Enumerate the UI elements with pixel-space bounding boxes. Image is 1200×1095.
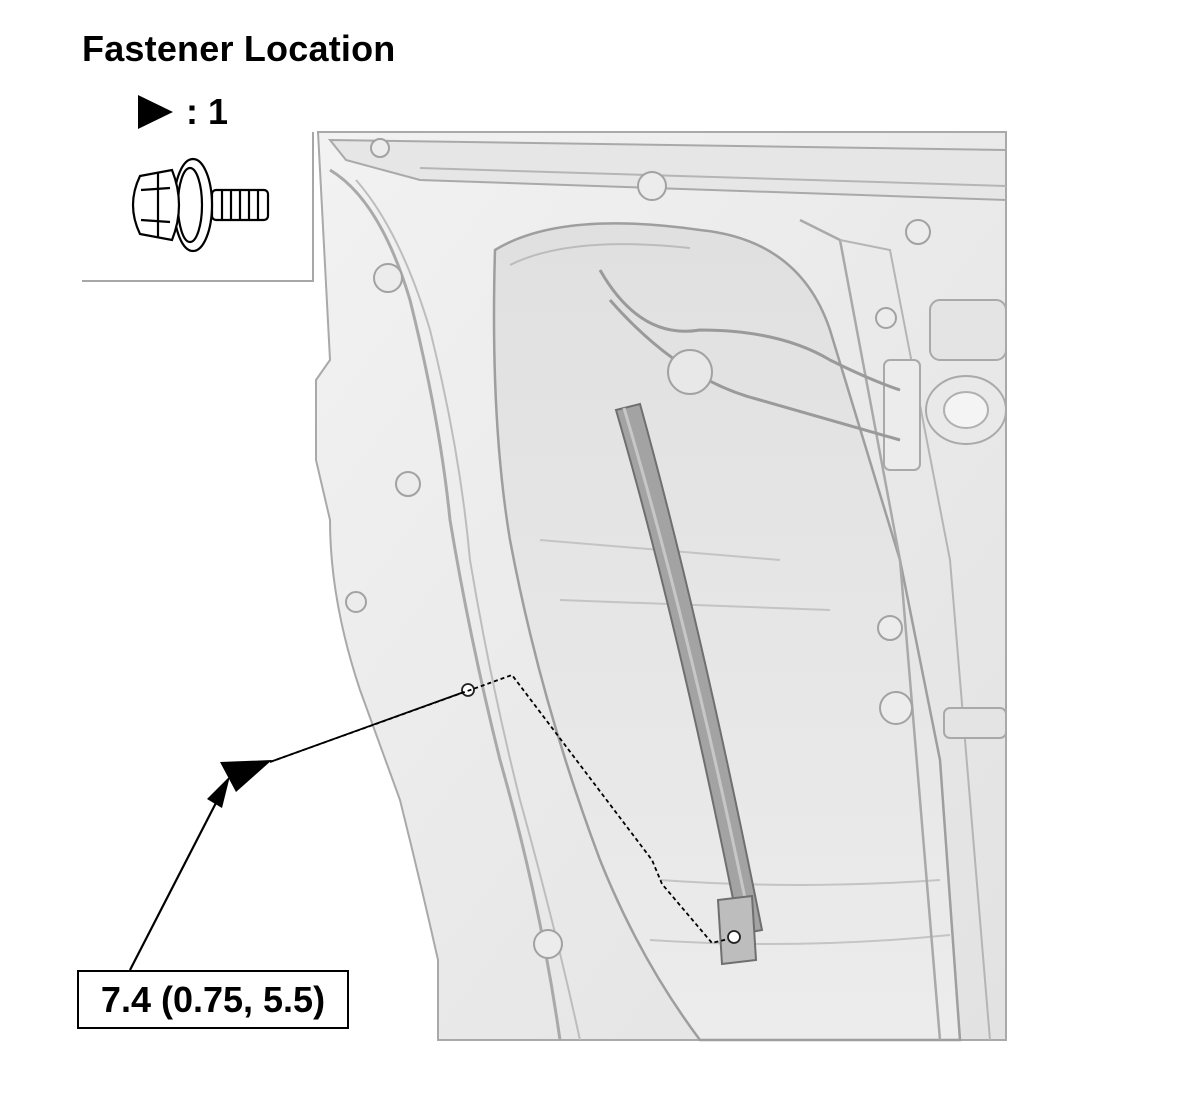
callout-arrow — [129, 776, 230, 971]
torque-marker-icon — [220, 760, 272, 792]
door-inner-panel — [315, 131, 1007, 1042]
flange-bolt-icon — [131, 157, 270, 253]
page-title: Fastener Location — [82, 28, 396, 69]
lower-fastener-point — [727, 930, 741, 944]
leader-lines — [269, 673, 729, 945]
glass-run-channel — [614, 402, 764, 966]
torque-callout-box: 7.4 (0.75, 5.5) — [77, 970, 349, 1029]
fastener-quantity: : 1 — [136, 91, 229, 132]
torque-value: 7.4 (0.75, 5.5) — [100, 978, 326, 1020]
quantity-label: : 1 — [186, 91, 229, 132]
triangle-marker-icon — [138, 95, 173, 129]
fastener-legend-frame — [82, 132, 314, 282]
